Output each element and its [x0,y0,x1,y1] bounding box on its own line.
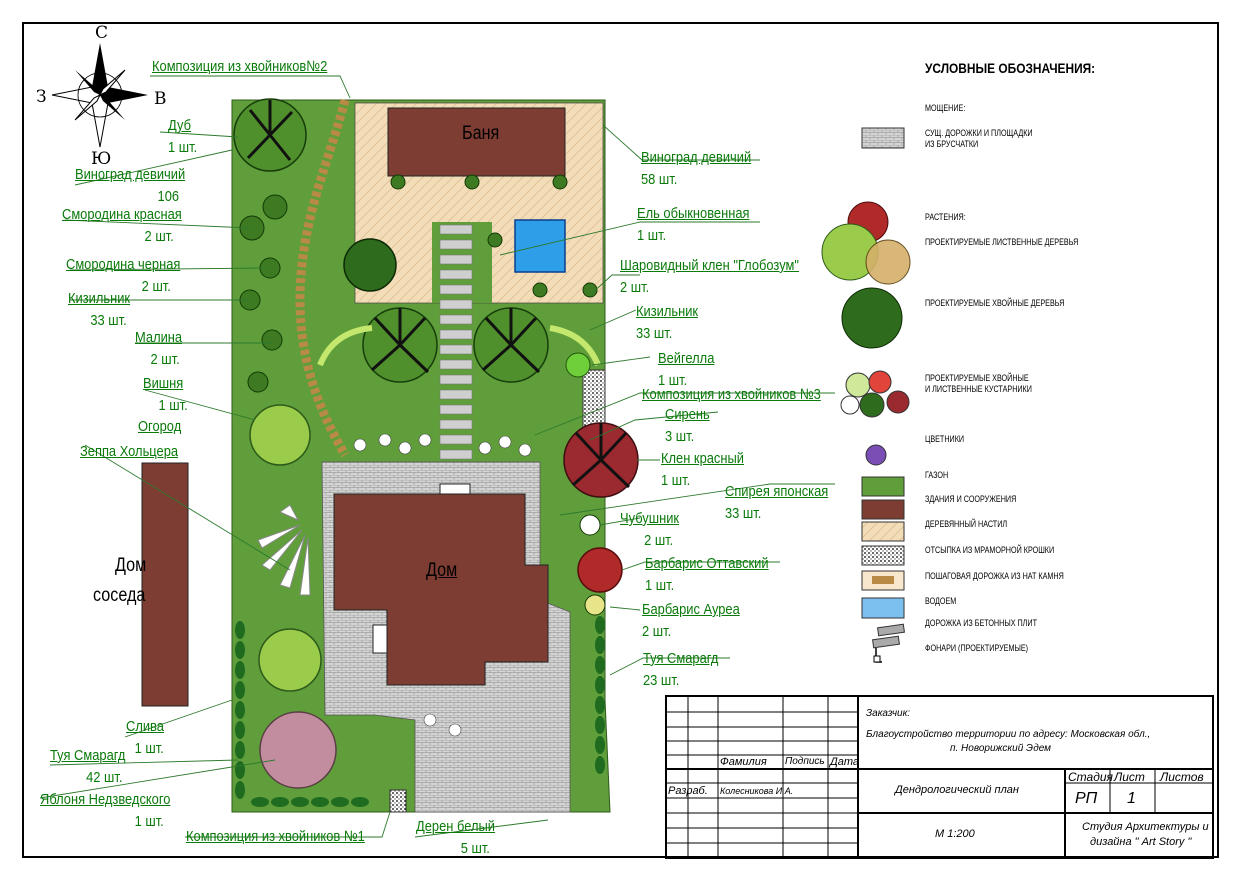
legend-title: УСЛОВНЫЕ ОБОЗНАЧЕНИЯ: [925,60,1096,76]
col-surname: Фамилия [720,756,767,768]
legend-flowerbeds: ЦВЕТНИКИ [925,434,965,444]
flower-strip [353,433,532,737]
label-comp1: Композиция из хвойников №1 [186,828,365,845]
sheet-label: Лист [1114,770,1145,784]
project-line-1: Благоустройство территории по адресу: Мо… [866,729,1151,740]
legend-marble: ОТСЫПКА ИЗ МРАМОРНОЙ КРОШКИ [925,545,1055,555]
legend-deck: ДЕРЕВЯННЫЙ НАСТИЛ [925,519,1008,529]
sheet-value: 1 [1127,790,1136,807]
banya-building [387,107,566,177]
customer-label: Заказчик: [866,708,911,719]
sheets-label: Листов [1160,770,1204,784]
neighbor-label-1: Дом [115,555,147,576]
label-zeppa: Зеппа Хольцера [80,443,179,460]
sheet-title: Дендрологический план [895,784,1019,796]
legend-paving-head: МОЩЕНИЕ: [925,103,966,113]
neighbor-label-2: соседа [93,585,146,606]
stepping-path [295,98,350,458]
thuja-row [235,616,605,807]
legend-water: ВОДОЕМ [925,596,957,606]
scale: М 1:200 [935,828,975,840]
compass-east: В [154,89,167,109]
legend-conifer-trees: ПРОЕКТИРУЕМЫЕ ХВОЙНЫЕ ДЕРЕВЬЯ [925,298,1065,308]
banya-label: Баня [462,123,500,144]
developer-label: Разраб. [668,785,708,797]
studio-line-2: дизайна " Art Story " [1090,836,1192,848]
label-comp2: Композиция из хвойников№2 [152,58,328,75]
title-block [665,695,1214,859]
legend-symbols [821,127,911,663]
house-label: Дом [426,560,458,581]
compass-north: С [95,23,109,43]
developer-name: Колесникова И.А. [720,786,794,796]
label-ogorod: Огород [138,418,182,435]
marble-chips [582,369,606,431]
legend-shrubs: ПРОЕКТИРУЕМЫЕ ХВОЙНЫЕ И ЛИСТВЕННЫЕ КУСТА… [925,373,1032,394]
label-comp3: Композиция из хвойников №3 [642,386,821,403]
col-date: Дата [830,756,860,768]
deciduous-trees [233,98,639,789]
legend-buildings: ЗДАНИЯ И СООРУЖЕНИЯ [925,494,1017,504]
stage-label: Стадия [1068,770,1113,784]
leader-lines [39,75,835,838]
legend-paving: СУЩ. ДОРОЖКИ И ПЛОЩАДКИ ИЗ БРУСЧАТКИ [925,128,1033,149]
compass-west: З [36,87,47,107]
legend-stepping: ПОШАГОВАЯ ДОРОЖКА ИЗ НАТ КАМНЯ [925,571,1064,581]
legend-lamps: ФОНАРИ (ПРОЕКТИРУЕМЫЕ) [925,643,1029,653]
stage-value: РП [1075,790,1098,807]
studio-line-1: Студия Архитектуры и [1082,821,1209,833]
compass-rose [51,43,148,148]
legend-plants-head: РАСТЕНИЯ: [925,212,966,222]
neighbor-house [141,462,189,707]
compass-south: Ю [91,149,112,169]
col-sign: Подпись [785,756,825,767]
label-klen-globozum: Шаровидный клен "Глобозум"2 шт. [620,257,799,296]
legend-lawn: ГАЗОН [925,470,949,480]
legend-concrete: ДОРОЖКА ИЗ БЕТОННЫХ ПЛИТ [925,618,1037,628]
shrubs [239,174,606,616]
legend-deciduous-trees: ПРОЕКТИРУЕМЫЕ ЛИСТВЕННЫЕ ДЕРЕВЬЯ [925,237,1079,247]
holzer-beds [257,504,311,596]
project-line-2: п. Новорижский Эдем [950,743,1052,754]
drawing-frame [22,22,1219,858]
concrete-path [439,224,473,460]
